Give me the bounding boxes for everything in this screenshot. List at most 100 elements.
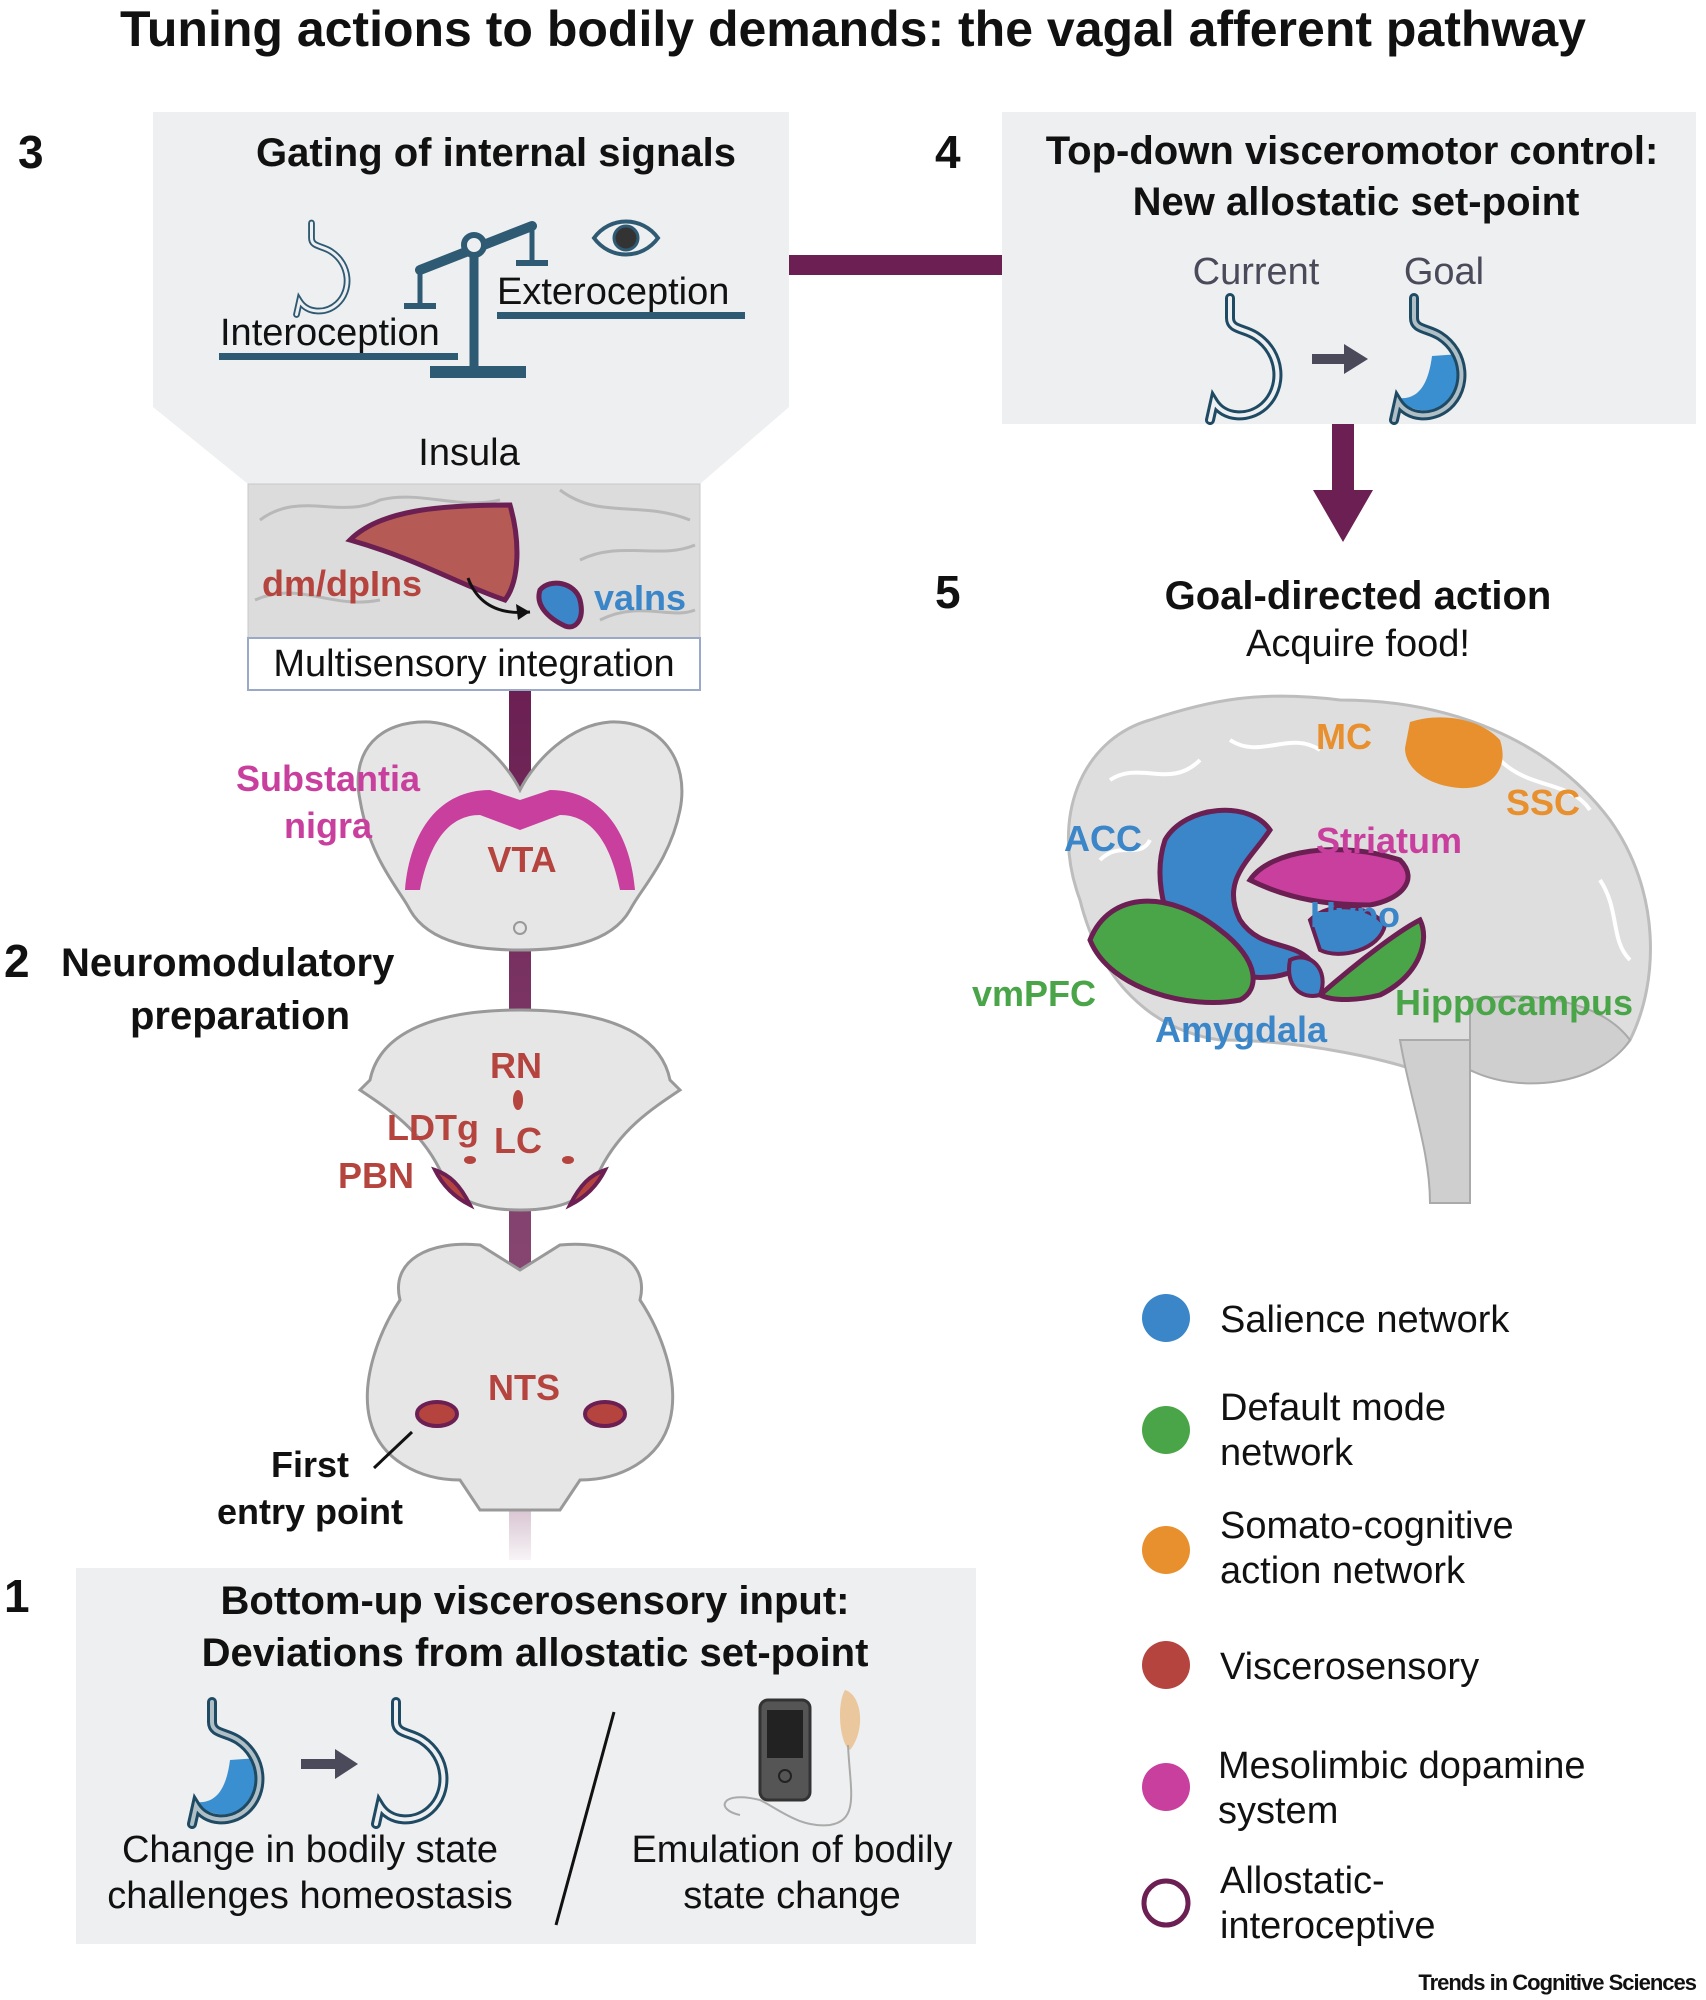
pbn-label: PBN [338,1155,414,1196]
multisensory-integration-box [247,637,701,691]
striatum-label: Striatum [1316,820,1462,861]
legend-label: Somato-cognitive [1220,1505,1514,1547]
viscerosensory-title-line1: Bottom-up viscerosensory input: [221,1579,850,1623]
section-number-2: 2 [4,935,30,987]
vagus-nerve-stimulator-icon [723,1690,861,1827]
legend-swatch [1142,1641,1190,1689]
legend-swatch [1141,1878,1191,1928]
legend-item-mesolimbic: Mesolimbic dopamine system [1142,1745,1586,1832]
legend-label: Viscerosensory [1220,1646,1479,1688]
legend-item-allostatic-interoceptive: Allostatic- interoceptive [1141,1860,1435,1947]
balance-scale-icon [404,221,548,378]
section-number-5: 5 [935,566,961,618]
stomach-icon [293,219,351,318]
figure-title: Tuning actions to bodily demands: the va… [120,1,1586,57]
nts-left [415,1400,459,1428]
hypo-label: Hypo [1310,894,1400,935]
journal-credit: Trends in Cognitive Sciences [1418,1970,1696,1995]
full-stomach-icon [187,1697,265,1829]
substantia-nigra-label-line1: Substantia [236,758,421,799]
vta-label: VTA [487,839,556,880]
viscerosensory-title-line2: Deviations from allostatic set-point [202,1631,869,1675]
legend-item-somato-cognitive: Somato-cognitive action network [1142,1505,1514,1592]
legend-swatch [1142,1526,1190,1574]
substantia-nigra-region [405,790,635,890]
insula-brain-image [247,483,701,639]
empty-stomach-icon [371,1697,449,1829]
arrow-right-icon [1312,344,1368,374]
ldtg-label: LDTg [387,1107,479,1148]
legend-label: network [1220,1432,1354,1474]
right-caption-line2: state change [683,1875,901,1917]
section-number-3: 3 [18,126,44,178]
neuromodulatory-title-line1: Neuromodulatory [61,941,395,985]
section-1-viscerosensory: 1 Bottom-up viscerosensory input: Deviat… [4,1568,976,1944]
action-title: Goal-directed action [1165,574,1552,618]
legend-swatch [1142,1406,1190,1454]
pons-section-image [357,1008,683,1212]
legend-item-salience: Salience network [1142,1294,1510,1342]
lc-label: LC [494,1120,542,1161]
section-2-neuromodulatory: Substantia nigra VTA 2 Neuromodulatory p… [4,720,684,1532]
striatum-region [1246,847,1411,908]
section-number-1: 1 [4,1570,30,1622]
legend-label: Mesolimbic dopamine [1218,1745,1586,1787]
section-3-gating: 3 Gating of internal signals Exterocepti… [18,112,789,691]
rn-label: RN [490,1045,542,1086]
interoception-label: Interoception [220,312,440,354]
amygdala-label: Amygdala [1155,1009,1328,1050]
visceromotor-title-line1: Top-down visceromotor control: [1046,129,1659,173]
nts-right [583,1400,627,1428]
connector-gating-to-visceromotor [789,255,1002,275]
viscerosensory-panel [76,1568,976,1944]
hippocampus-region [1315,916,1427,1002]
cerebellum [1469,995,1632,1085]
vmpfc-label: vmPFC [972,973,1096,1014]
legend-label: Salience network [1220,1299,1510,1341]
gating-title: Gating of internal signals [256,131,736,175]
legend-swatch [1142,1763,1190,1811]
multisensory-integration-label: Multisensory integration [273,643,674,685]
legend-label: action network [1220,1550,1466,1592]
left-caption-line2: challenges homeostasis [107,1875,513,1917]
first-entry-label-line1: First [271,1444,349,1485]
acc-label: ACC [1064,818,1142,859]
arrow-down-to-action [1313,424,1373,542]
action-subtitle: Acquire food! [1246,623,1470,665]
exteroception-pan [497,312,745,319]
va-insula-region [536,580,584,630]
legend-swatch [1142,1294,1190,1342]
brainstem [1398,1039,1472,1204]
left-caption-line1: Change in bodily state [122,1829,498,1871]
nts-label: NTS [488,1367,560,1408]
legend-label: Allostatic- [1220,1860,1385,1902]
right-caption-line1: Emulation of bodily [631,1829,952,1871]
legend-label: system [1218,1790,1338,1832]
section-5-action: 5 Goal-directed action Acquire food! MC … [935,566,1652,1204]
mc-ssc-region [1405,717,1503,789]
midbrain-section-image [356,720,684,952]
ssc-label: SSC [1506,782,1580,823]
visceromotor-panel [1002,112,1696,424]
visceromotor-title-line2: New allostatic set-point [1133,180,1580,224]
divider-slash [554,1711,616,1926]
section-4-visceromotor: 4 Top-down visceromotor control: New all… [935,112,1696,425]
mc-label: MC [1316,716,1372,757]
substantia-nigra-label-line2: nigra [284,805,373,846]
sagittal-brain-image [1066,694,1652,1204]
hypothalamus-region [1307,905,1388,956]
exteroception-label: Exteroception [497,271,729,313]
hippocampus-label: Hippocampus [1395,982,1633,1023]
empty-stomach-icon [1205,293,1283,425]
current-label: Current [1193,251,1320,293]
interoception-pan [219,353,458,360]
first-entry-label-line2: entry point [217,1491,403,1532]
full-stomach-icon [1389,293,1467,425]
goal-label: Goal [1404,251,1484,293]
vmpfc-region [1087,898,1256,1005]
legend-item-default-mode: Default mode network [1142,1387,1446,1474]
medulla-section-image [365,1242,675,1512]
legend: Salience network Default mode network So… [1141,1294,1586,1947]
eye-icon [591,219,661,257]
